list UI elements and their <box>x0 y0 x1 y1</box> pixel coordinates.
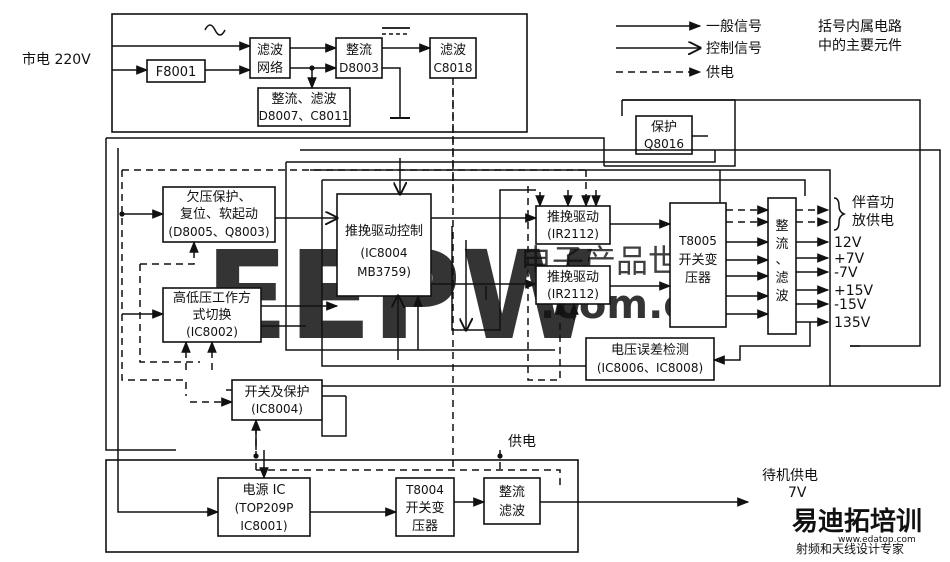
svg-text:、: 、 <box>775 253 788 268</box>
logo-subtitle: 射频和天线设计专家 <box>796 541 904 556</box>
output-minus15v: -15V <box>834 297 867 313</box>
svg-text:C8018: C8018 <box>434 61 473 75</box>
svg-text:IC8001): IC8001) <box>240 519 287 533</box>
legend-control: 控制信号 <box>706 41 762 57</box>
main-rectifier-block: 整流 D8003 <box>335 37 383 79</box>
undervoltage-block: 欠压保护、 复位、软起动 (D8005、Q8003) <box>162 186 276 243</box>
svg-text:压器: 压器 <box>412 519 438 534</box>
legend-note-1: 括号内属电路 <box>818 19 902 35</box>
legend-general: 一般信号 <box>706 19 762 35</box>
svg-text:整流: 整流 <box>499 485 525 500</box>
standby-section-frame <box>105 459 579 553</box>
output-labels: 伴音功 放供电 12V +7V -7V +15V -15V 135V 供电 待机… <box>508 194 894 501</box>
svg-text:Q8016: Q8016 <box>644 137 684 151</box>
legend-note-2: 中的主要元件 <box>818 38 902 54</box>
svg-text:(IC8004): (IC8004) <box>251 402 303 416</box>
svg-text:T8005: T8005 <box>678 234 717 248</box>
svg-text:D8007、C8011: D8007、C8011 <box>259 109 350 123</box>
main-filter-block: 滤波 C8018 <box>429 37 477 79</box>
output-135v: 135V <box>834 315 871 331</box>
edatop-logo: 易迪拓培训 www.edatop.com 射频和天线设计专家 <box>792 507 922 556</box>
svg-text:滤波: 滤波 <box>499 504 525 519</box>
svg-text:推挽驱动: 推挽驱动 <box>547 210 599 225</box>
output-plus15v: +15V <box>834 283 874 299</box>
svg-text:F8001: F8001 <box>156 65 197 80</box>
svg-text:复位、软起动: 复位、软起动 <box>180 207 258 222</box>
emi-filter-block: 滤波 网络 <box>249 37 291 79</box>
input-wiring: 市电 220V <box>22 24 432 119</box>
audio-supply-label-2: 放供电 <box>852 213 894 229</box>
svg-text:高低压工作方: 高低压工作方 <box>173 290 251 306</box>
svg-text:(TOP209P: (TOP209P <box>235 501 294 515</box>
svg-text:滤: 滤 <box>775 271 788 286</box>
svg-text:波: 波 <box>775 289 788 304</box>
svg-text:(IC8006、IC8008): (IC8006、IC8008) <box>597 361 703 375</box>
error-detect-block: 电压误差检测 (IC8006、IC8008) <box>585 337 715 381</box>
svg-text:推挽驱动: 推挽驱动 <box>547 270 599 285</box>
input-section-frame <box>111 13 528 133</box>
svg-text:流: 流 <box>775 237 788 252</box>
pushpull-control-block: 推挽驱动控制 (IC8004 MB3759) <box>336 193 432 297</box>
audio-supply-label-1: 伴音功 <box>852 194 894 211</box>
svg-text:(IR2112): (IR2112) <box>547 287 599 301</box>
svg-text:滤波: 滤波 <box>257 43 283 58</box>
supply-wiring <box>121 78 847 488</box>
output-rectifier-block: 整 流 、 滤 波 <box>767 197 797 335</box>
svg-text:式切换: 式切换 <box>192 308 231 323</box>
ac-sine-symbol <box>204 24 226 36</box>
logo-url: www.edatop.com <box>838 535 916 545</box>
fuse-block: F8001 <box>146 59 206 83</box>
svg-text:整流、滤波: 整流、滤波 <box>271 92 336 107</box>
svg-text:压器: 压器 <box>685 271 711 286</box>
switch-protect-block: 开关及保护 (IC8004) <box>231 379 323 421</box>
svg-text:保护: 保护 <box>651 120 677 135</box>
svg-text:(D8005、Q8003): (D8005、Q8003) <box>168 225 269 239</box>
main-transformer-block: T8005 开关变 压器 <box>669 202 727 328</box>
standby-transformer-block: T8004 开关变 压器 <box>395 477 455 537</box>
svg-text:开关变: 开关变 <box>678 252 717 268</box>
svg-text:开关变: 开关变 <box>405 500 444 516</box>
standby-voltage-label: 7V <box>788 485 807 501</box>
output-minus7v: -7V <box>834 265 858 281</box>
supply-label: 供电 <box>508 434 536 450</box>
svg-text:D8003: D8003 <box>339 61 379 75</box>
standby-supply-label: 待机供电 <box>762 468 818 484</box>
svg-text:整: 整 <box>775 219 788 234</box>
svg-text:滤波: 滤波 <box>440 43 466 58</box>
svg-text:MB3759): MB3759) <box>357 265 411 279</box>
svg-text:(IR2112): (IR2112) <box>547 227 599 241</box>
output-12v: 12V <box>834 235 862 251</box>
aux-rect-filter-block: 整流、滤波 D8007、C8011 <box>257 87 351 127</box>
svg-text:整流: 整流 <box>346 43 372 58</box>
svg-text:(IC8002): (IC8002) <box>186 325 238 339</box>
power-ic-block: 电源 IC (TOP209P IC8001) <box>217 477 311 537</box>
driver-upper-block: 推挽驱动 (IR2112) <box>535 205 611 245</box>
protect-block: 保护 Q8016 <box>635 115 693 155</box>
output-plus7v: +7V <box>834 251 865 267</box>
driver-lower-block: 推挽驱动 (IR2112) <box>535 265 611 305</box>
svg-text:推挽驱动控制: 推挽驱动控制 <box>345 224 423 239</box>
standby-rectifier-block: 整流 滤波 <box>483 477 541 525</box>
svg-text:T8004: T8004 <box>405 483 444 497</box>
legend: 一般信号 控制信号 供电 括号内属电路 中的主要元件 <box>616 19 902 81</box>
svg-text:电源 IC: 电源 IC <box>242 483 285 498</box>
svg-text:欠压保护、: 欠压保护、 <box>186 189 251 205</box>
logo-title: 易迪拓培训 <box>792 507 922 537</box>
mode-switch-block: 高低压工作方 式切换 (IC8002) <box>162 287 262 343</box>
svg-text:开关及保护: 开关及保护 <box>244 385 309 400</box>
mains-input-label: 市电 220V <box>22 51 91 68</box>
main-wiring <box>105 99 941 517</box>
legend-supply: 供电 <box>706 65 734 81</box>
svg-text:电压误差检测: 电压误差检测 <box>611 343 689 358</box>
svg-text:(IC8004: (IC8004 <box>360 246 407 260</box>
svg-text:网络: 网络 <box>257 60 283 76</box>
